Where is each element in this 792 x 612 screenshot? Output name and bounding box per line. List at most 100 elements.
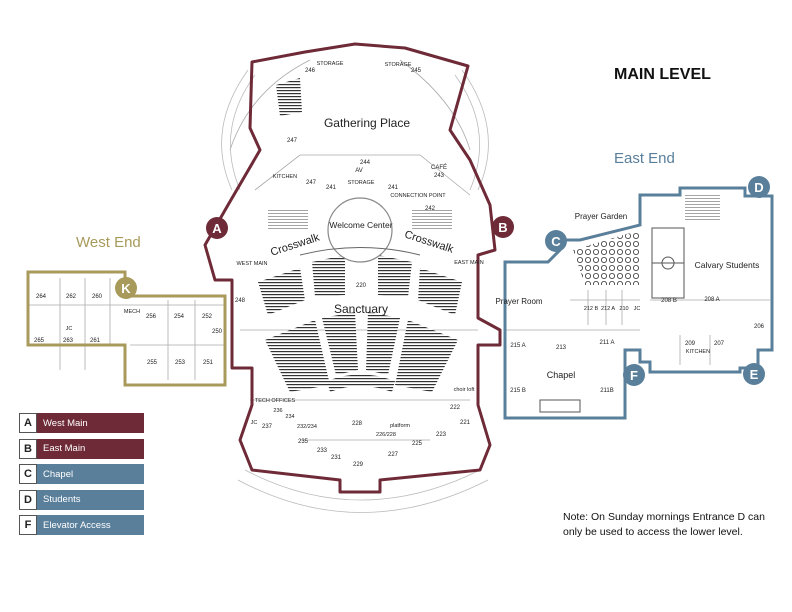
- entrance-b[interactable]: B: [492, 216, 514, 238]
- chapel-platform: [539, 399, 581, 413]
- room-243: 243: [434, 173, 445, 179]
- room-247a: 247: [287, 138, 298, 144]
- legend-item-f: F Elevator Access: [19, 515, 144, 535]
- room-234: 234: [285, 414, 294, 420]
- room-225: 225: [412, 441, 423, 447]
- room-208a: 208 A: [704, 297, 719, 303]
- entrance-c[interactable]: C: [545, 230, 567, 252]
- room-west-main: WEST MAIN: [236, 261, 267, 267]
- legend-item-c: C Chapel: [19, 464, 144, 484]
- room-jc-south: JC: [251, 420, 258, 426]
- room-264: 264: [36, 294, 47, 300]
- legend-letter: C: [19, 464, 37, 484]
- legend-label: Elevator Access: [37, 515, 144, 535]
- legend-item-d: D Students: [19, 489, 144, 510]
- entrance-d[interactable]: D: [748, 176, 770, 198]
- entrance-legend: A West Main B East Main C Chapel D Stude…: [19, 413, 144, 541]
- room-tech-offices: TECH OFFICES: [255, 398, 296, 404]
- room-254: 254: [174, 314, 185, 320]
- room-215b: 215 B: [510, 388, 526, 394]
- room-sanctuary: Sanctuary: [334, 302, 388, 316]
- room-av: AV: [355, 168, 363, 174]
- sanctuary-seating: [258, 78, 462, 392]
- stairs-east: [412, 210, 452, 230]
- east-end-heading: East End: [614, 150, 675, 167]
- room-prayer-garden: Prayer Garden: [575, 212, 627, 221]
- room-labels: Gathering Place 246 STORAGE STORAGE 245 …: [34, 61, 765, 468]
- page-title: MAIN LEVEL: [614, 66, 711, 83]
- room-206: 206: [754, 324, 765, 330]
- main-building-outline: [203, 42, 502, 494]
- room-storage-mid: STORAGE: [348, 180, 375, 186]
- room-265: 265: [34, 338, 45, 344]
- room-245: 245: [411, 68, 422, 74]
- room-storage-right: STORAGE: [385, 62, 412, 68]
- room-chapel: Chapel: [547, 370, 576, 380]
- legend-label: West Main: [37, 413, 144, 433]
- room-226: 226/228: [376, 432, 396, 438]
- room-calvary-students: Calvary Students: [695, 260, 760, 270]
- room-232: 232/234: [297, 424, 317, 430]
- room-246: 246: [305, 68, 316, 74]
- room-207: 207: [714, 341, 725, 347]
- interior-lines: [28, 59, 770, 441]
- room-storage-left: STORAGE: [317, 61, 344, 67]
- room-212a: 212 A: [601, 306, 615, 312]
- court-markings: [651, 227, 685, 299]
- room-252: 252: [202, 314, 213, 320]
- prayer-garden-area: [573, 230, 640, 285]
- room-261: 261: [90, 338, 101, 344]
- room-gathering-place: Gathering Place: [324, 116, 410, 130]
- room-210: 210: [619, 306, 628, 312]
- entrance-note: Note: On Sunday mornings Entrance D can …: [563, 511, 765, 538]
- room-233: 233: [317, 448, 328, 454]
- room-209: 209: [685, 341, 696, 347]
- room-222: 222: [450, 405, 461, 411]
- legend-item-b: B East Main: [19, 438, 144, 459]
- room-255: 255: [147, 360, 158, 366]
- legend-letter: A: [19, 413, 37, 433]
- room-211b: 211B: [600, 388, 614, 394]
- room-jc-east: JC: [634, 306, 641, 312]
- room-247b: 247: [306, 180, 317, 186]
- room-260: 260: [92, 294, 103, 300]
- room-choir-loft: choir loft: [454, 387, 475, 393]
- entrance-e-letter: E: [750, 367, 759, 382]
- entrance-e[interactable]: E: [743, 363, 765, 385]
- room-kitchen: KITCHEN: [273, 174, 297, 180]
- room-crosswalk-right: Crosswalk: [403, 229, 455, 256]
- room-227: 227: [388, 452, 399, 458]
- room-223: 223: [436, 432, 447, 438]
- east-end-outline: [503, 186, 774, 420]
- room-220: 220: [356, 283, 367, 289]
- legend-label: Chapel: [37, 464, 144, 484]
- legend-label: East Main: [37, 438, 144, 459]
- room-263: 263: [63, 338, 74, 344]
- exterior-arcs: [221, 69, 489, 513]
- room-237: 237: [262, 424, 273, 430]
- room-253: 253: [175, 360, 186, 366]
- room-215a: 215 A: [510, 343, 525, 349]
- room-228: 228: [352, 421, 363, 427]
- room-cafe: CAFÉ: [431, 164, 447, 171]
- room-208b: 208 B: [661, 298, 677, 304]
- entrance-f[interactable]: F: [623, 364, 645, 386]
- room-welcome-center: Welcome Center: [329, 220, 392, 230]
- entrance-a[interactable]: A: [206, 217, 228, 239]
- room-250: 250: [212, 329, 223, 335]
- room-256: 256: [146, 314, 157, 320]
- entrance-c-letter: C: [551, 234, 561, 249]
- legend-letter: B: [19, 438, 37, 459]
- entrance-b-letter: B: [498, 220, 507, 235]
- room-235: 235: [298, 439, 309, 445]
- welcome-center-ring: [327, 197, 393, 263]
- sanctuary-front-arc: [299, 247, 421, 256]
- room-mech: MECH: [124, 309, 140, 315]
- entrance-d-letter: D: [754, 180, 763, 195]
- room-kitchen-east: KITCHEN: [686, 349, 710, 355]
- legend-letter: F: [19, 515, 37, 535]
- entrance-k[interactable]: K: [115, 277, 137, 299]
- room-212b: 212 B: [584, 306, 599, 312]
- room-platform: platform: [390, 423, 410, 429]
